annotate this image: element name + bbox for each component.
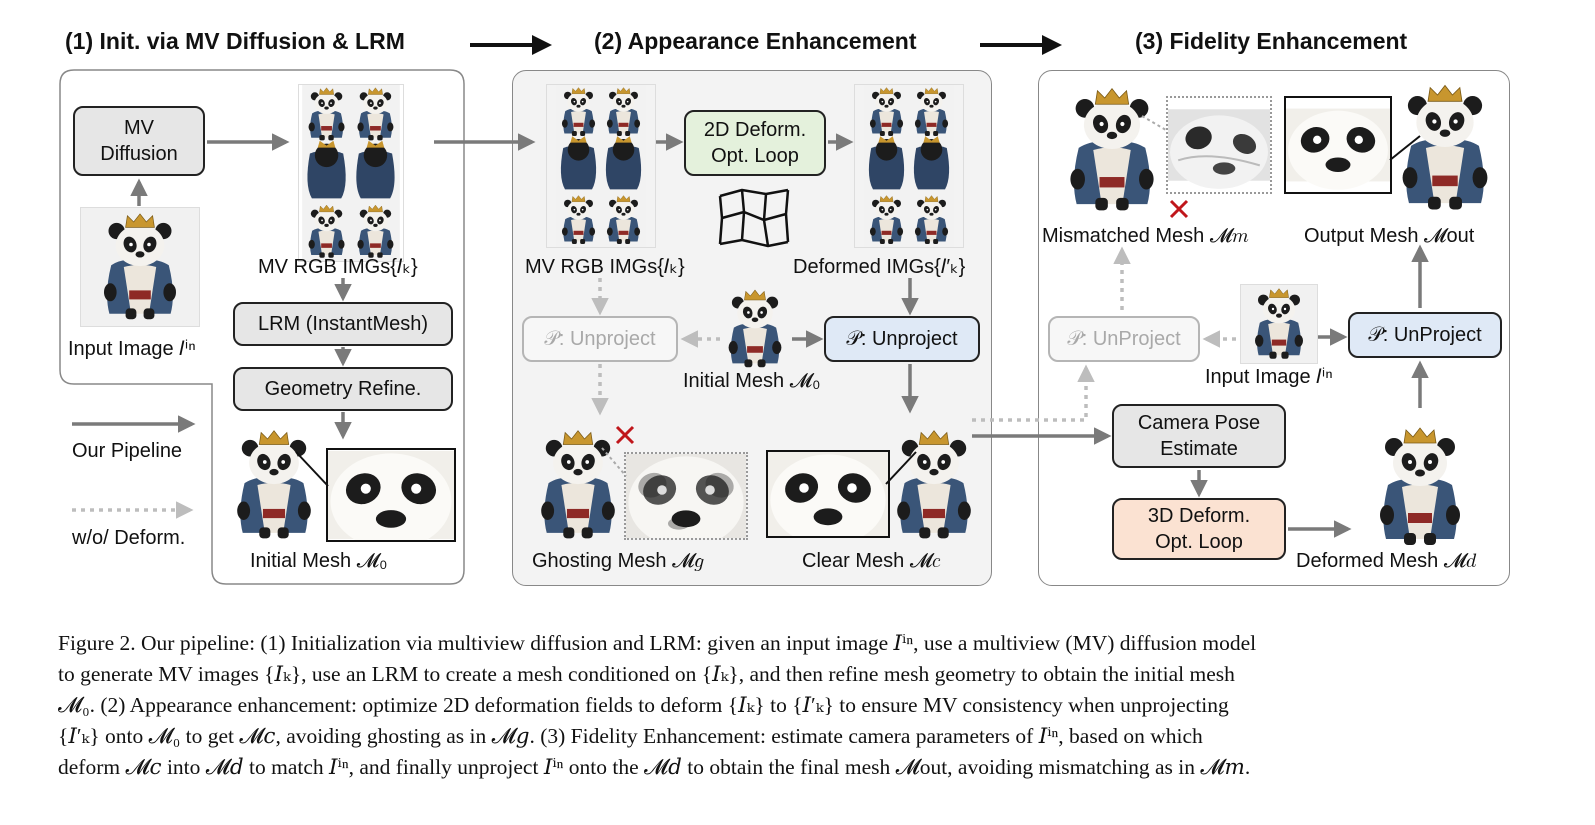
p2-initial-mesh-render (722, 284, 788, 374)
deformed-images (854, 84, 964, 248)
panda-illustration (103, 213, 177, 320)
legend-solid-label: Our Pipeline (72, 440, 183, 462)
panda-face-mismatch-illustration (1168, 107, 1270, 191)
p3-input-image-label: Input Image 𝐼ⁱⁿ (1205, 366, 1333, 388)
clear-mesh-render (888, 420, 980, 550)
input-image-label: Input Image 𝐼ⁱⁿ (68, 338, 196, 360)
panda-illustration (540, 430, 616, 539)
output-mesh-label: Output Mesh 𝓜out (1304, 225, 1475, 247)
cross-icon (1169, 199, 1189, 219)
deform-2d-box: 2D Deform. Opt. Loop (684, 110, 826, 176)
panda-face-illustration (1286, 108, 1390, 190)
panda-illustration (896, 430, 972, 539)
p3-unproject-faded-box: 𝒫: UnProject (1048, 316, 1200, 362)
unproject-box: 𝒫: Unproject (824, 316, 980, 362)
p2-mv-rgb-label: MV RGB IMGs{𝐼ₖ} (525, 256, 685, 278)
lrm-box: LRM (InstantMesh) (233, 302, 453, 346)
input-image-thumb (80, 207, 200, 327)
mismatched-mesh-zoom (1166, 96, 1272, 194)
ghosting-mesh-label: Ghosting Mesh 𝓜𝑔 (532, 550, 704, 572)
figure-caption: Figure 2. Our pipeline: (1) Initializati… (58, 628, 1548, 783)
p3-input-image-thumb (1240, 284, 1318, 364)
initial-mesh-render (228, 420, 320, 550)
panda-face-ghost-illustration (626, 454, 746, 538)
clear-mesh-label: Clear Mesh 𝓜𝑐 (802, 550, 941, 572)
stage2-title: (2) Appearance Enhancement (594, 28, 917, 54)
p2-initial-mesh-label: Initial Mesh 𝓜₀ (683, 370, 821, 392)
mv-diffusion-box: MV Diffusion (73, 106, 205, 176)
cross-icon (615, 425, 635, 445)
mv-rgb-images (298, 84, 404, 262)
caption-line: deform 𝓜𝑐 into 𝓜𝑑 to match 𝐼ⁱⁿ, and fina… (58, 755, 1251, 779)
panda-illustration (1254, 288, 1304, 360)
deformed-imgs-label: Deformed IMGs{𝐼′ₖ} (793, 256, 966, 278)
deformed-mesh-label: Deformed Mesh 𝓜𝑑 (1296, 550, 1477, 572)
ghosting-mesh-render (532, 420, 624, 550)
mismatched-mesh-label: Mismatched Mesh 𝓜𝑚 (1042, 225, 1249, 247)
ghosting-mesh-zoom (624, 452, 748, 540)
mv-rgb-label: MV RGB IMGs{𝐼ₖ} (258, 256, 418, 278)
output-mesh-zoom (1284, 96, 1392, 194)
panda-illustration (1069, 88, 1155, 211)
mv-grid-illustration (855, 85, 963, 247)
unproject-faded-box: 𝒫: Unproject (522, 316, 678, 362)
caption-line: {𝐼′ₖ} onto 𝓜₀ to get 𝓜𝑐, avoiding ghosti… (58, 724, 1203, 748)
mismatched-mesh-render (1060, 80, 1164, 220)
caption-line: to generate MV images {𝐼ₖ}, use an LRM t… (58, 662, 1235, 686)
output-mesh-render (1392, 76, 1498, 220)
clear-mesh-zoom (766, 450, 890, 538)
mv-grid-illustration (547, 85, 655, 247)
panda-face-illustration (328, 450, 454, 540)
p3-unproject-box: 𝒫: UnProject (1348, 312, 1502, 358)
panda-illustration (236, 430, 312, 539)
camera-pose-box: Camera Pose Estimate (1112, 404, 1286, 468)
initial-mesh-zoom (326, 448, 456, 542)
panda-illustration (728, 289, 782, 368)
legend-dotted-label: w/o/ Deform. (72, 527, 186, 549)
mv-grid-illustration (299, 85, 403, 261)
deformation-grid-icon (718, 188, 790, 248)
caption-line: 𝓜₀. (2) Appearance enhancement: optimize… (58, 693, 1229, 717)
panda-illustration (1402, 84, 1488, 210)
deformed-mesh-render (1370, 420, 1470, 554)
panda-face-illustration (768, 452, 888, 536)
stage1-title: (1) Init. via MV Diffusion & LRM (65, 28, 405, 54)
caption-line: Figure 2. Our pipeline: (1) Initializati… (58, 631, 1257, 655)
stage3-title: (3) Fidelity Enhancement (1135, 28, 1408, 54)
deform-3d-box: 3D Deform. Opt. Loop (1112, 498, 1286, 560)
geometry-refine-box: Geometry Refine. (233, 367, 453, 411)
initial-mesh-label: Initial Mesh 𝓜₀ (250, 550, 388, 572)
p2-mv-rgb-images (546, 84, 656, 248)
panda-illustration (1379, 427, 1461, 546)
